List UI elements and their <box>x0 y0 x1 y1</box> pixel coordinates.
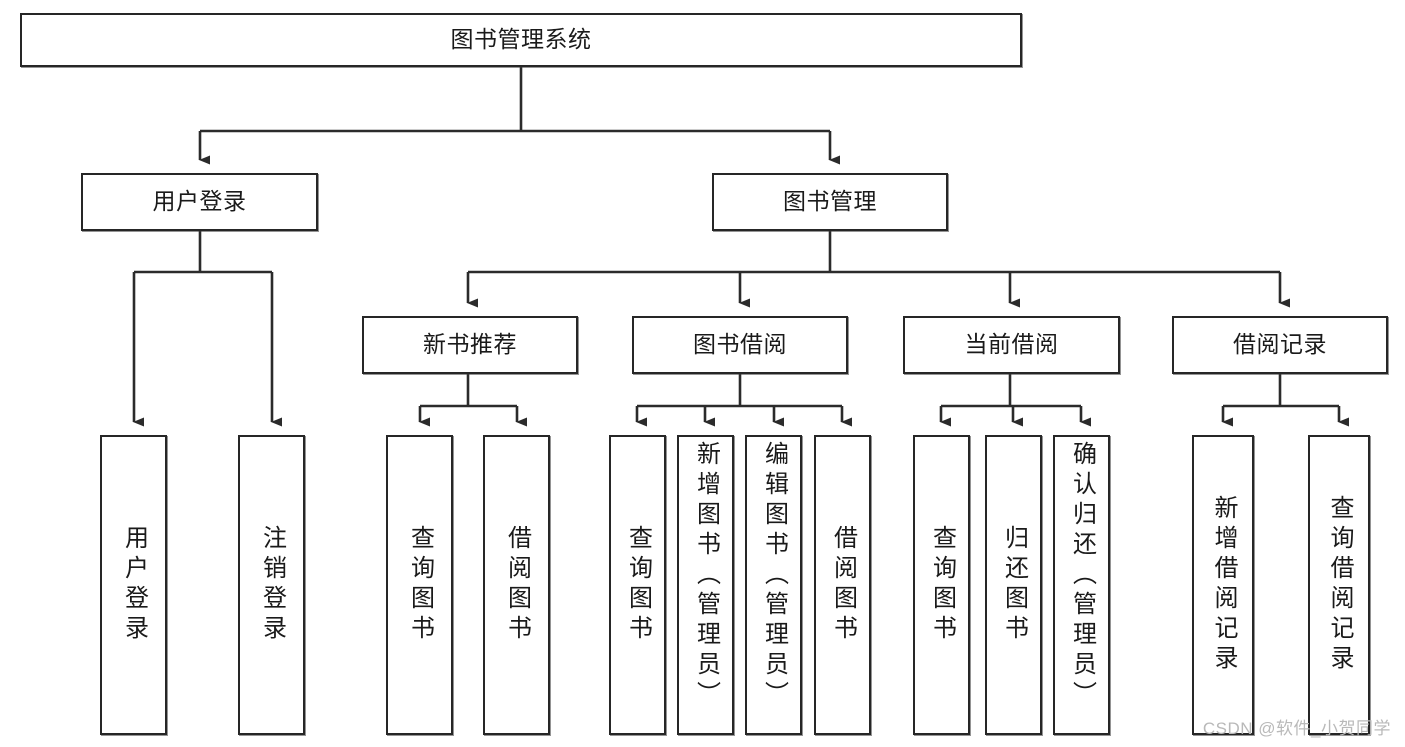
leaf-user-login[interactable]: 用户登录 <box>100 435 167 735</box>
leaf-add-borrow-record[interactable]: 新增借阅记录 <box>1192 435 1254 735</box>
leaf-query-borrow-record[interactable]: 查询借阅记录 <box>1308 435 1370 735</box>
node-label: 查询图书 <box>624 525 652 645</box>
leaf-borrow-book[interactable]: 借阅图书 <box>814 435 871 735</box>
node-book-borrow[interactable]: 图书借阅 <box>632 316 848 374</box>
leaf-logout[interactable]: 注销登录 <box>238 435 305 735</box>
leaf-query-book-borrow[interactable]: 查询图书 <box>609 435 666 735</box>
node-borrow-record[interactable]: 借阅记录 <box>1172 316 1388 374</box>
node-current-borrow[interactable]: 当前借阅 <box>903 316 1120 374</box>
node-label: 当前借阅 <box>964 331 1059 358</box>
leaf-edit-book-admin[interactable]: 编辑图书（管理员） <box>745 435 802 735</box>
leaf-query-book-recommend[interactable]: 查询图书 <box>386 435 453 735</box>
node-book-manage[interactable]: 图书管理 <box>712 173 948 231</box>
node-label: 图书管理 <box>783 188 877 215</box>
node-label: 注销登录 <box>258 525 286 645</box>
node-user-login[interactable]: 用户登录 <box>81 173 318 231</box>
leaf-query-book-current[interactable]: 查询图书 <box>913 435 970 735</box>
node-label: 查询图书 <box>406 525 434 645</box>
node-label: 查询图书 <box>928 525 956 645</box>
node-label: 借阅图书 <box>503 525 531 645</box>
node-label: 图书借阅 <box>693 331 787 358</box>
node-label: 查询借阅记录 <box>1326 495 1353 675</box>
node-root-system[interactable]: 图书管理系统 <box>20 13 1022 67</box>
node-label: 新增图书（管理员） <box>692 441 720 711</box>
node-label: 确认归还（管理员） <box>1068 441 1096 711</box>
leaf-return-book[interactable]: 归还图书 <box>985 435 1042 735</box>
node-label: 新增借阅记录 <box>1210 495 1237 675</box>
node-label: 图书管理系统 <box>450 26 592 53</box>
node-label: 借阅图书 <box>829 525 857 645</box>
leaf-borrow-book-recommend[interactable]: 借阅图书 <box>483 435 550 735</box>
csdn-watermark: CSDN @软件_小贺同学 <box>1202 719 1391 738</box>
node-label: 新书推荐 <box>423 331 517 358</box>
node-label: 用户登录 <box>120 525 148 645</box>
node-label: 用户登录 <box>152 188 247 215</box>
node-new-book-recommend[interactable]: 新书推荐 <box>362 316 578 374</box>
node-label: 归还图书 <box>1000 525 1028 645</box>
node-label: 编辑图书（管理员） <box>760 441 788 711</box>
leaf-confirm-return-admin[interactable]: 确认归还（管理员） <box>1053 435 1110 735</box>
node-label: 借阅记录 <box>1233 331 1327 358</box>
leaf-add-book-admin[interactable]: 新增图书（管理员） <box>677 435 734 735</box>
